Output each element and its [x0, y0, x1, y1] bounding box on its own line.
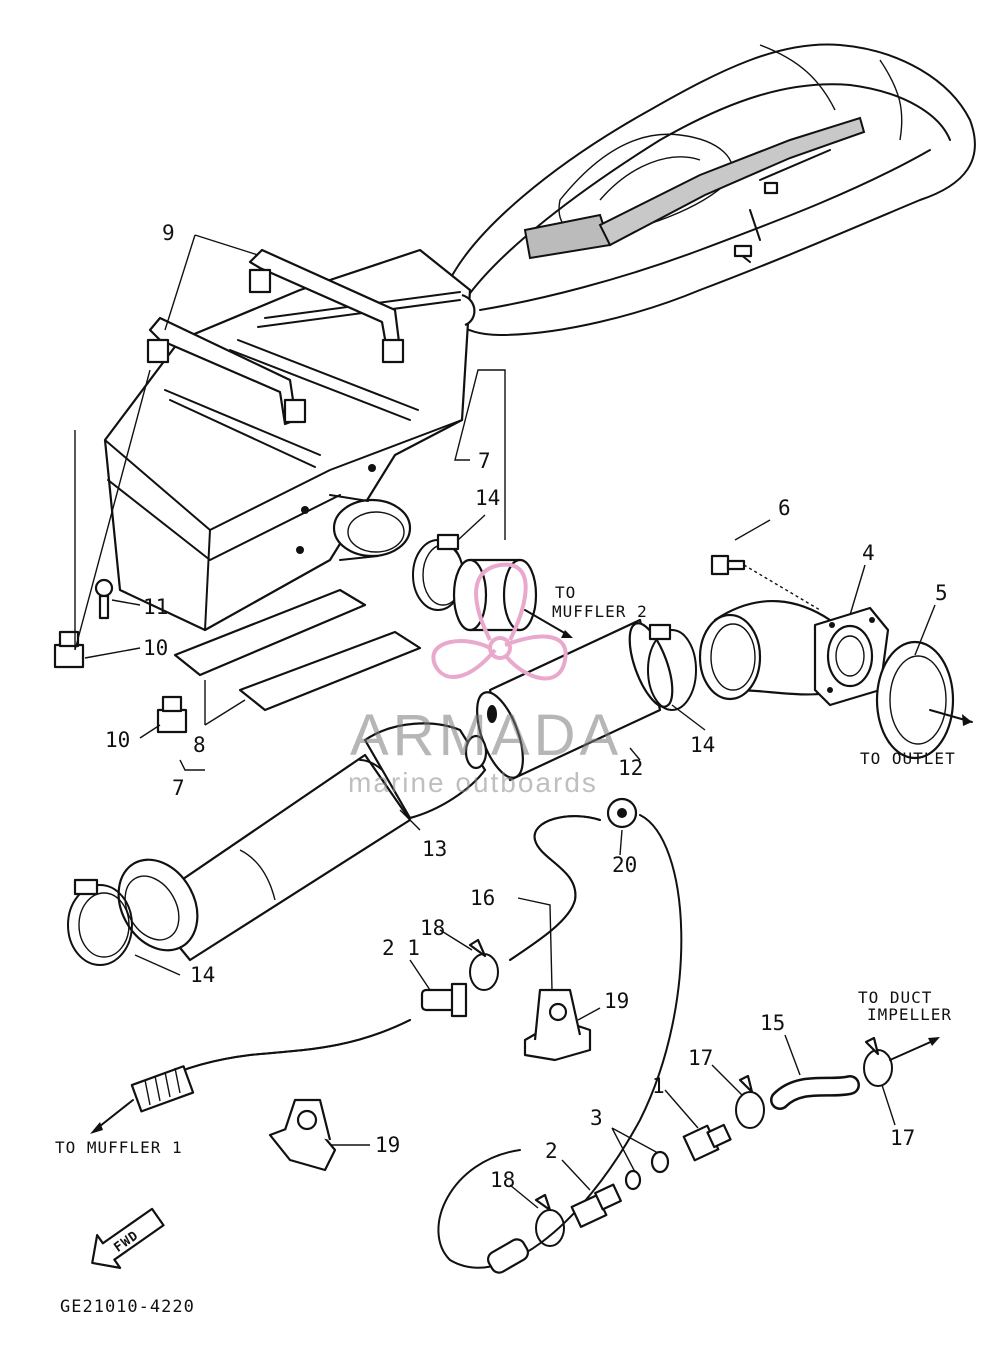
callout-7-top: 7 [478, 449, 491, 473]
hose-15 [770, 1075, 860, 1110]
callout-8: 8 [193, 733, 206, 757]
callout-17-left: 17 [688, 1046, 713, 1070]
bolt-6 [710, 554, 821, 611]
craft-silhouette [443, 43, 976, 336]
gasket-5 [875, 640, 973, 760]
callout-5: 5 [935, 581, 948, 605]
callout-14-top: 14 [475, 486, 500, 510]
callout-17-right: 17 [890, 1126, 915, 1150]
fitting-21 [420, 982, 468, 1018]
to-muffler-1-label: TO MUFFLER 1 [55, 1138, 183, 1157]
to-duct-line2: IMPELLER [867, 1005, 952, 1024]
bracket-19-lower [268, 1098, 337, 1172]
armada-watermark: ARMADA marine outboards [348, 562, 622, 798]
watermark-brand: ARMADA [350, 703, 622, 768]
hose-stub [487, 1238, 529, 1274]
pad-lower [238, 630, 422, 712]
callout-10-top: 10 [143, 636, 168, 660]
callout-13: 13 [422, 837, 447, 861]
fwd-arrow-icon: FWD [91, 1207, 165, 1269]
strap-bands [146, 248, 405, 426]
callout-16: 16 [470, 886, 495, 910]
callout-4: 4 [862, 541, 875, 565]
fitting-1 [682, 1123, 732, 1162]
direction-labels: TO MUFFLER 2 TO OUTLET TO DUCT IMPELLER … [55, 583, 956, 1157]
callout-1: 1 [652, 1074, 665, 1098]
corrugated-end [130, 1065, 195, 1113]
clamp-18-lower [534, 1193, 565, 1247]
callout-19-top: 19 [604, 989, 629, 1013]
to-duct-line1: TO DUCT [858, 988, 932, 1007]
to-muffler-2-line1: TO [555, 583, 576, 602]
exhaust-pipe-12 [476, 618, 674, 782]
hose-clamp-14-lower [67, 878, 133, 966]
water-box [103, 248, 476, 632]
callout-15: 15 [760, 1011, 785, 1035]
propeller-logo-icon [431, 562, 568, 681]
callout-3: 3 [590, 1106, 603, 1130]
clamp-17-right [863, 1036, 893, 1087]
to-outlet-label: TO OUTLET [860, 749, 956, 768]
callout-21: 2 1 [382, 936, 420, 960]
callout-14-bottom: 14 [190, 963, 215, 987]
callout-12: 12 [618, 756, 643, 780]
callout-18-bottom: 18 [490, 1168, 515, 1192]
clip-nut-10b [156, 695, 188, 734]
washers-3 [624, 1150, 670, 1191]
callout-14-middle: 14 [690, 733, 715, 757]
clip-nut-10a [53, 630, 85, 669]
elbow-joint-4 [698, 600, 890, 707]
fitting-2 [570, 1183, 622, 1228]
callout-10-bottom: 10 [105, 728, 130, 752]
callout-19-bottom: 19 [375, 1133, 400, 1157]
hose-clamp-14-middle [647, 623, 697, 711]
hose-16 [509, 815, 601, 961]
muffler-13 [117, 722, 488, 962]
callout-2: 2 [545, 1139, 558, 1163]
pad-upper [173, 588, 367, 677]
watermark-tagline: marine outboards [348, 767, 598, 798]
to-muffler-2-line2: MUFFLER 2 [552, 602, 648, 621]
clamp-18-upper [468, 938, 499, 991]
callout-18-top: 18 [420, 916, 445, 940]
clamp-17-left [735, 1074, 765, 1129]
bracket-19-upper [523, 988, 592, 1062]
bolt-11 [94, 578, 114, 620]
callout-7-bottom: 7 [172, 776, 185, 800]
callout-6: 6 [778, 496, 791, 520]
diagram-code: GE21010-4220 [60, 1297, 195, 1317]
callout-9: 9 [162, 221, 175, 245]
callout-20: 20 [612, 853, 637, 877]
callout-11: 11 [143, 595, 168, 619]
hose-to-muffler-1 [159, 1019, 411, 1081]
leader-lines [74, 234, 936, 1209]
callout-labels: 9 7 14 6 4 5 11 10 10 8 7 14 12 13 20 16… [105, 221, 948, 1192]
